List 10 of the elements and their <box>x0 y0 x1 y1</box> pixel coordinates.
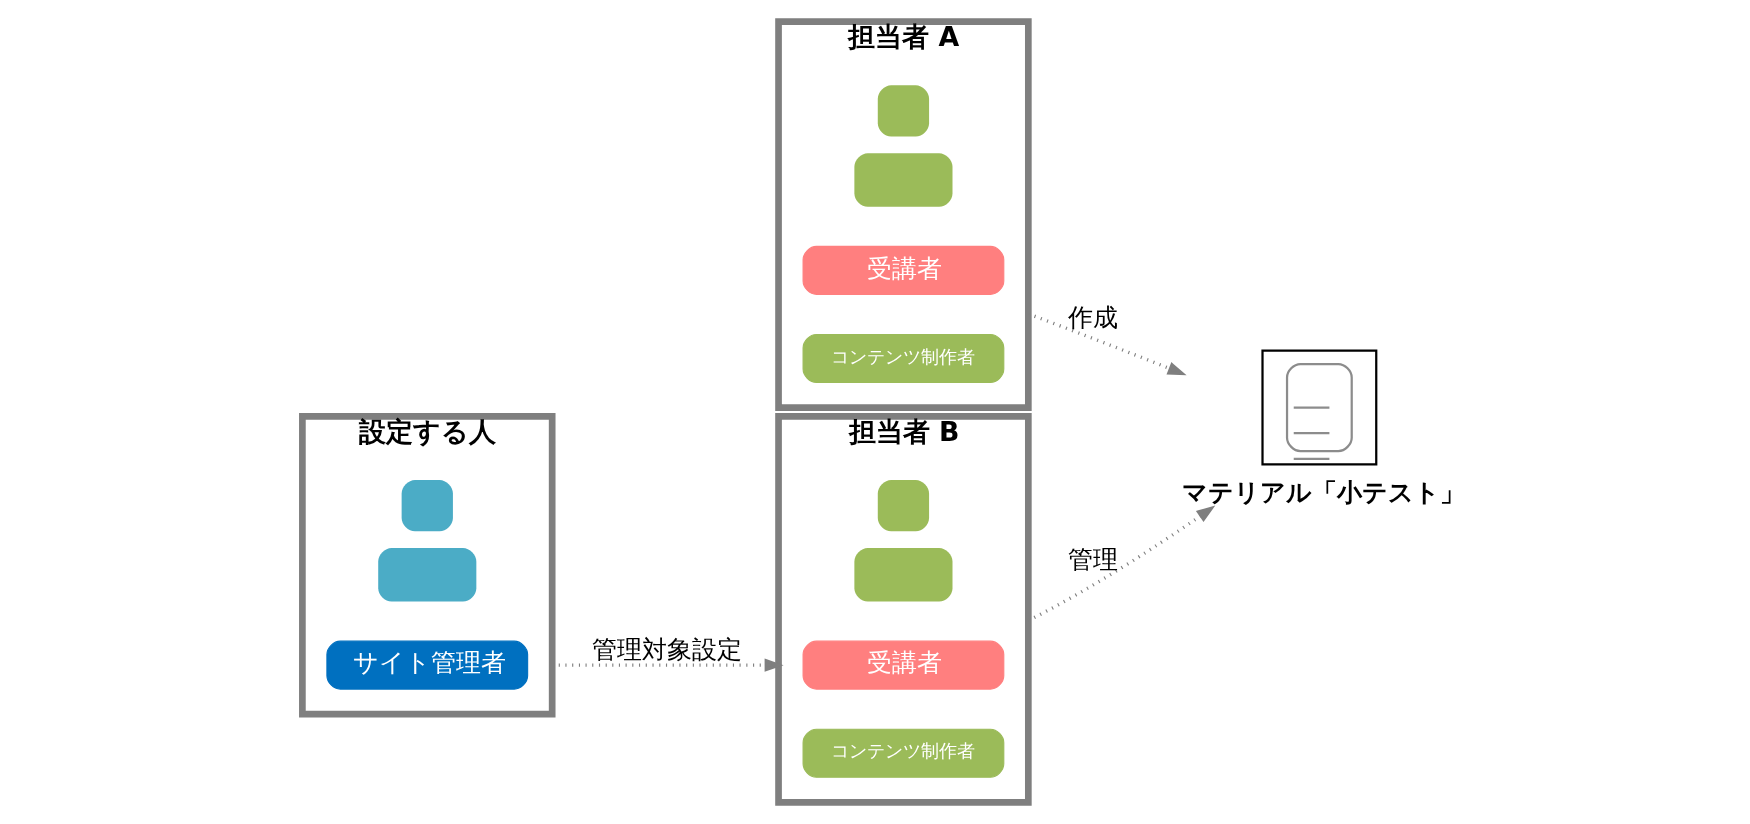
edge-label: 管理対象設定 <box>592 635 743 664</box>
edge-label: 作成 <box>1068 302 1119 332</box>
node-box <box>1261 349 1378 466</box>
node-box: コンテンツ制作者 <box>802 333 1005 383</box>
node-box: サイト管理者 <box>326 640 529 690</box>
node-box: 受講者 <box>802 245 1005 295</box>
node-label: マテリアル「小テスト」 <box>1182 477 1466 507</box>
node-box: 受講者 <box>802 640 1005 690</box>
node-box: コンテンツ制作者 <box>802 728 1005 778</box>
edge-label: 管理 <box>1068 544 1119 574</box>
